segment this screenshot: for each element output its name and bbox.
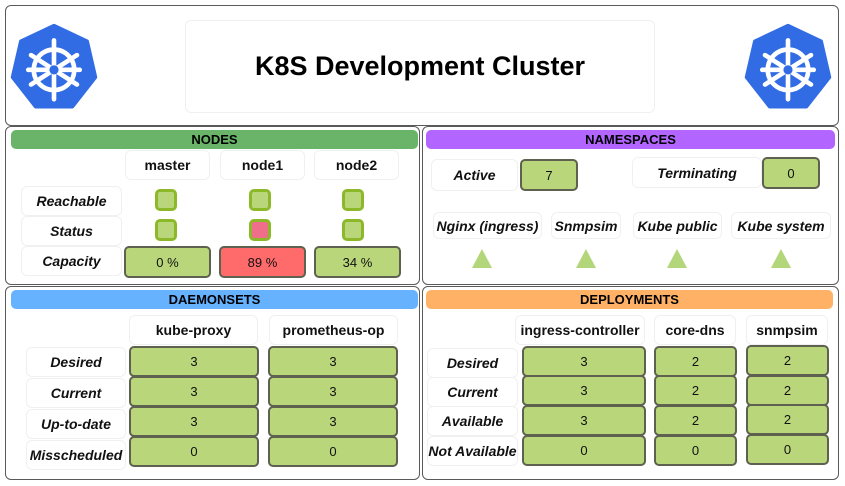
deployment-cell: 2 <box>654 375 737 406</box>
kubernetes-logo-icon <box>744 23 832 109</box>
daemonset-column-kube-proxy: kube-proxy <box>129 315 258 345</box>
terminating-count: 0 <box>762 157 820 189</box>
namespace-kube-public-label: Kube public <box>633 212 722 239</box>
deployment-cell: 3 <box>522 375 646 406</box>
deployment-cell: 3 <box>522 405 646 436</box>
namespaces-header: NAMESPACES <box>426 130 835 149</box>
daemonset-cell: 3 <box>129 406 259 437</box>
daemonset-cell: 3 <box>129 376 259 407</box>
deployment-cell: 2 <box>746 404 829 435</box>
status-indicator-node1 <box>249 219 271 241</box>
node-column-node1: node1 <box>220 150 305 180</box>
deployment-cell: 2 <box>746 375 829 406</box>
kubernetes-logo-icon <box>10 23 98 109</box>
deployment-row-current: Current <box>427 377 518 407</box>
deployment-column-core-dns: core-dns <box>654 315 736 345</box>
title-box: K8S Development Cluster <box>185 20 655 113</box>
namespace-kube-system-label: Kube system <box>731 212 831 239</box>
daemonset-row-current: Current <box>26 378 126 408</box>
daemonset-cell: 0 <box>268 436 398 467</box>
reachable-indicator-master <box>155 189 177 211</box>
deployment-row-desired: Desired <box>427 348 518 378</box>
deployment-cell: 3 <box>522 346 646 377</box>
deployments-header: DEPLOYMENTS <box>426 290 833 309</box>
reachable-indicator-node1 <box>249 189 271 211</box>
namespace-kube-public-up-icon <box>667 249 687 268</box>
namespace-snmpsim-label: Snmpsim <box>551 212 621 239</box>
daemonset-cell: 3 <box>268 406 398 437</box>
row-label-status: Status <box>21 216 122 246</box>
nodes-header: NODES <box>11 130 418 149</box>
capacity-master: 0 % <box>124 246 211 278</box>
deployment-cell: 2 <box>654 346 737 377</box>
status-indicator-master <box>155 219 177 241</box>
deployment-cell: 0 <box>654 435 737 466</box>
daemonset-row-misscheduled: Misscheduled <box>26 440 126 470</box>
page-title: K8S Development Cluster <box>254 51 586 81</box>
daemonset-cell: 3 <box>129 346 259 377</box>
deployment-cell: 0 <box>522 435 646 466</box>
active-label-box: Active <box>431 159 518 191</box>
deployment-column-snmpsim: snmpsim <box>746 315 828 345</box>
row-label-reachable: Reachable <box>21 186 122 216</box>
capacity-node1: 89 % <box>219 246 306 278</box>
capacity-node2: 34 % <box>314 246 401 278</box>
daemonset-cell: 3 <box>268 376 398 407</box>
daemonsets-header: DAEMONSETS <box>11 290 418 309</box>
deployment-cell: 0 <box>746 434 829 465</box>
daemonset-column-prometheus-op: prometheus-op <box>269 315 398 345</box>
daemonset-row-desired: Desired <box>26 347 126 377</box>
namespace-nginx-label: Nginx (ingress) <box>433 212 542 239</box>
node-column-node2: node2 <box>314 150 399 180</box>
daemonset-row-up-to-date: Up-to-date <box>26 409 126 439</box>
namespace-snmpsim-up-icon <box>576 249 596 268</box>
reachable-indicator-node2 <box>342 189 364 211</box>
namespace-nginx-up-icon <box>472 249 492 268</box>
deployment-cell: 2 <box>654 405 737 436</box>
active-count: 7 <box>520 159 578 191</box>
namespace-kube-system-up-icon <box>771 249 791 268</box>
deployment-row-not-available: Not Available <box>427 436 518 466</box>
row-label-capacity: Capacity <box>21 246 122 276</box>
deployment-row-available: Available <box>427 406 518 436</box>
terminating-label-box: Terminating <box>632 157 762 188</box>
deployment-cell: 2 <box>746 345 829 376</box>
status-indicator-node2 <box>342 219 364 241</box>
daemonset-cell: 3 <box>268 346 398 377</box>
deployment-column-ingress-controller: ingress-controller <box>515 315 645 345</box>
node-column-master: master <box>125 150 210 180</box>
daemonset-cell: 0 <box>129 436 259 467</box>
